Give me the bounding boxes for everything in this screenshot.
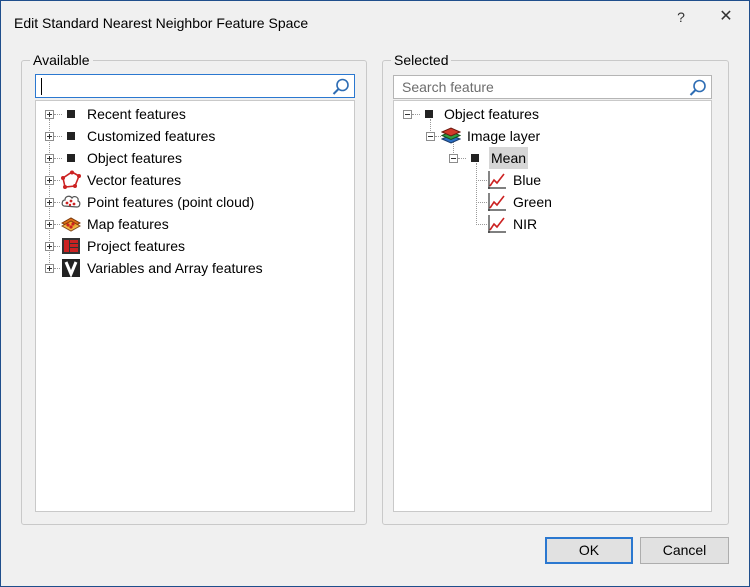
expand-icon[interactable] [45,264,54,273]
selected-group: Selected [382,52,729,525]
tree-item-label: Project features [87,238,186,254]
search-icon[interactable] [688,78,708,98]
available-group: Available [21,52,367,525]
collapse-icon[interactable] [426,132,435,141]
title-bar: Edit Standard Nearest Neighbor Feature S… [1,1,749,41]
tree-item-label: Point features (point cloud) [87,194,255,210]
tree-connector [453,141,454,159]
tree-item-variables-array-features[interactable]: Variables and Array features [36,257,354,279]
square-bullet-icon [67,154,75,162]
selected-group-label: Selected [391,52,452,68]
square-bullet-icon [67,110,75,118]
variables-v-icon [62,259,80,278]
tree-connector [49,119,50,273]
tree-item-image-layer[interactable]: Image layer [394,125,712,147]
tree-connector [476,163,477,225]
tree-connector [54,158,62,159]
tree-connector [476,224,487,225]
tree-item-label: Vector features [87,172,182,188]
tree-item-object-features[interactable]: Object features [36,147,354,169]
square-bullet-icon [67,132,75,140]
project-features-icon [62,238,80,254]
expand-icon[interactable] [45,220,54,229]
dialog-title: Edit Standard Nearest Neighbor Feature S… [14,15,309,31]
tree-connector [54,180,60,181]
help-button[interactable]: ? [677,9,685,25]
square-bullet-icon [471,154,479,162]
tree-item-vector-features[interactable]: Vector features [36,169,354,191]
map-features-icon [61,217,81,232]
tree-connector [54,224,60,225]
tree-item-mean[interactable]: Mean [394,147,712,169]
close-button[interactable]: ✕ [719,8,733,25]
tree-item-label: Blue [513,172,542,188]
cancel-button[interactable]: Cancel [640,537,729,564]
tree-item-label: NIR [513,216,538,232]
selected-search-input[interactable] [402,78,682,96]
expand-icon[interactable] [45,176,54,185]
expand-icon[interactable] [45,154,54,163]
tree-item-point-features[interactable]: Point features (point cloud) [36,191,354,213]
tree-connector [54,202,60,203]
tree-item-label: Map features [87,216,169,232]
selected-features-tree[interactable]: Object features Image layer Mean Blue [393,100,712,512]
tree-item-label: Recent features [87,106,186,122]
feature-curve-icon [488,193,506,211]
vector-polygon-icon [61,170,81,189]
tree-item-recent-features[interactable]: Recent features [36,103,354,125]
collapse-icon[interactable] [449,154,458,163]
tree-connector [476,180,487,181]
collapse-icon[interactable] [403,110,412,119]
tree-connector [430,119,431,137]
tree-item-label: Customized features [87,128,216,144]
tree-item-label-selected: Mean [489,147,529,169]
tree-item-label: Image layer [467,128,541,144]
feature-curve-icon [488,215,506,233]
tree-item-project-features[interactable]: Project features [36,235,354,257]
selected-search-box[interactable] [393,75,712,99]
text-caret [41,78,42,95]
point-cloud-icon [61,195,81,208]
tree-connector [54,246,60,247]
tree-connector [412,114,420,115]
search-icon[interactable] [331,77,351,97]
tree-item-customized-features[interactable]: Customized features [36,125,354,147]
tree-connector [54,268,60,269]
tree-item-map-features[interactable]: Map features [36,213,354,235]
tree-connector [476,202,487,203]
tree-item-label: Green [513,194,552,210]
tree-item-label: Variables and Array features [87,260,263,276]
tree-item-label: Object features [444,106,539,122]
tree-item-blue[interactable]: Blue [394,169,712,191]
tree-connector [54,136,62,137]
feature-curve-icon [488,171,506,189]
expand-icon[interactable] [45,110,54,119]
tree-item-green[interactable]: Green [394,191,712,213]
image-layer-stack-icon [441,127,461,144]
tree-item-label: Object features [87,150,182,166]
tree-connector [458,158,466,159]
available-search-box[interactable] [35,74,355,98]
tree-connector [435,136,441,137]
square-bullet-icon [425,110,433,118]
expand-icon[interactable] [45,132,54,141]
tree-item-nir[interactable]: NIR [394,213,712,235]
tree-connector [54,114,62,115]
expand-icon[interactable] [45,198,54,207]
available-group-label: Available [30,52,93,68]
expand-icon[interactable] [45,242,54,251]
tree-item-object-features[interactable]: Object features [394,103,712,125]
available-search-input[interactable] [39,77,319,95]
available-features-tree[interactable]: Recent features Customized features Obje… [35,100,355,512]
ok-button[interactable]: OK [545,537,633,564]
